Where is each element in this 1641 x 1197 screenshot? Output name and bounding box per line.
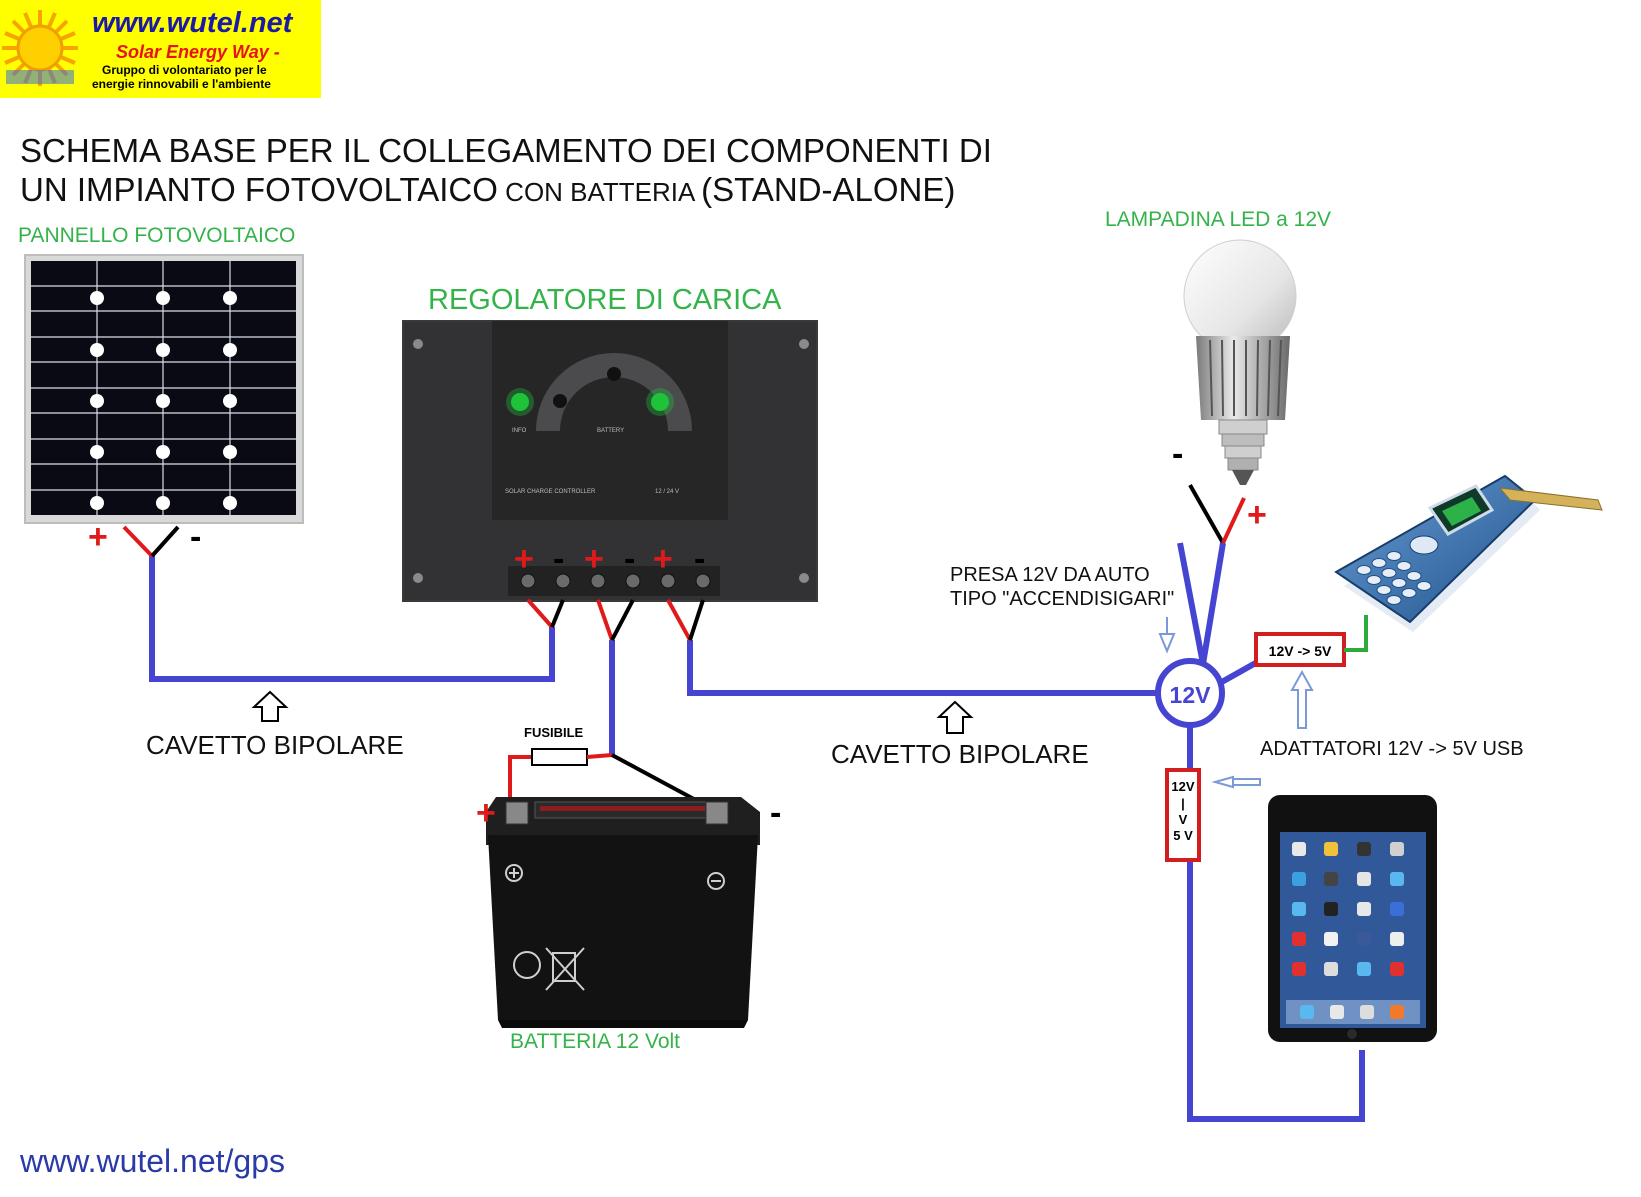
cable-label-2: CAVETTO BIPOLARE xyxy=(831,739,1089,769)
controller-model: SOLAR CHARGE CONTROLLER xyxy=(505,489,596,495)
battery-minus-icon xyxy=(707,872,725,890)
adapter-tablet-label-4: 5 V xyxy=(1173,828,1193,843)
adapter-phone xyxy=(1254,632,1346,667)
recycle-icon xyxy=(513,951,541,979)
controller-battery: BATTERY xyxy=(597,428,624,434)
tablet xyxy=(1268,795,1437,1042)
battery-minus: - xyxy=(770,794,781,832)
socket-12v-label: 12V xyxy=(1170,682,1212,708)
title-line-1: SCHEMA BASE PER IL COLLEGAMENTO DEI COMP… xyxy=(20,132,992,169)
bulb-plus: + xyxy=(1247,496,1267,534)
blue-wires xyxy=(149,542,1365,1122)
wire-panel-controller xyxy=(149,556,555,682)
controller-volt: 12 / 24 V xyxy=(655,489,679,495)
solar-panel xyxy=(24,254,304,524)
socket-label-2: TIPO "ACCENDISIGARI" xyxy=(950,588,1174,610)
led-info-icon xyxy=(511,393,529,411)
socket-label-1: PRESA 12V DA AUTO xyxy=(950,564,1150,586)
up-arrow-icon xyxy=(251,690,289,722)
panel-minus: - xyxy=(190,518,201,556)
adapter-phone-label: 12V -> 5V xyxy=(1269,643,1332,659)
ctrl-load-minus: - xyxy=(694,540,705,578)
logo-site: www.wutel.net xyxy=(92,7,294,39)
ctrl-pv-minus: - xyxy=(553,540,564,578)
bin-crossed-icon xyxy=(545,947,585,991)
bulb-label: LAMPADINA LED a 12V xyxy=(1105,208,1331,231)
battery xyxy=(486,797,760,1028)
adapters-label: ADATTATORI 12V -> 5V USB xyxy=(1260,738,1524,760)
ctrl-bat-minus: - xyxy=(624,540,635,578)
panel-plus: + xyxy=(88,518,108,556)
adapter-tablet-label-3: V xyxy=(1179,812,1188,827)
charge-controller: INFO BATTERY SOLAR CHARGE CONTROLLER 12 … xyxy=(402,320,818,602)
down-arrow-icon xyxy=(1158,617,1176,654)
adapter-tablet-label-2: | xyxy=(1181,796,1185,811)
title-line-2: UN IMPIANTO FOTOVOLTAICO CON BATTERIA (S… xyxy=(20,171,955,208)
adapter-tablet xyxy=(1165,768,1201,862)
logo: www.wutel.net Solar Energy Way - Gruppo … xyxy=(0,0,321,98)
fuse-label: FUSIBILE xyxy=(524,725,584,740)
cable-label-1: CAVETTO BIPOLARE xyxy=(146,730,404,760)
battery-plus: + xyxy=(476,794,496,832)
up-arrow-icon xyxy=(936,700,974,734)
controller-info: INFO xyxy=(512,428,527,434)
fuse-icon xyxy=(531,748,588,766)
wire-socket-bulb xyxy=(1177,542,1206,665)
bulb-minus: - xyxy=(1172,435,1183,473)
logo-desc-1: Gruppo di volontariato per le xyxy=(102,63,267,77)
controller-label: REGOLATORE DI CARICA xyxy=(428,284,782,316)
logo-tagline: Solar Energy Way - xyxy=(116,42,280,62)
led-bulb xyxy=(1183,239,1297,485)
left-arrow-icon xyxy=(1211,775,1261,789)
up-arrow-icon xyxy=(1290,669,1314,729)
adapter-tablet-label-1: 12V xyxy=(1171,779,1194,794)
ctrl-pv-plus: + xyxy=(514,540,534,578)
battery-label: BATTERIA 12 Volt xyxy=(510,1030,680,1053)
battery-plus-icon xyxy=(505,864,523,882)
wire-controller-socket xyxy=(687,640,1163,696)
ctrl-bat-plus: + xyxy=(584,540,604,578)
ctrl-load-plus: + xyxy=(653,540,673,578)
footer-url[interactable]: www.wutel.net/gps xyxy=(19,1143,285,1179)
logo-desc-2: energie rinnovabili e l'ambiente xyxy=(92,77,271,91)
wire-socket-tablet xyxy=(1187,724,1365,1122)
mobile-phone xyxy=(1334,474,1603,632)
panel-label: PANNELLO FOTOVOLTAICO xyxy=(18,224,295,247)
sun-icon xyxy=(2,10,78,86)
socket-12v xyxy=(1155,658,1225,728)
led-battery-icon xyxy=(651,393,669,411)
